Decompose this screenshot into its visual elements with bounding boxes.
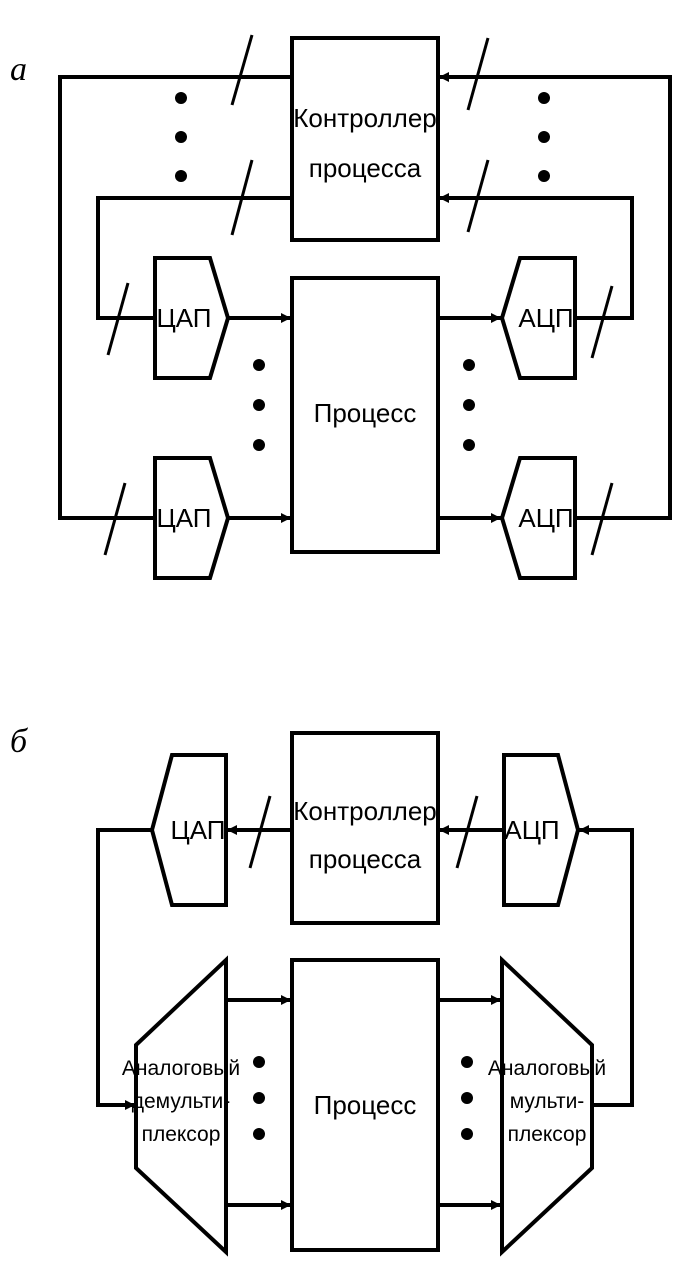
wire-adc-bottom-to-ctrl	[438, 72, 672, 520]
wire-dac-to-demux	[96, 828, 154, 1110]
controller-box-b	[290, 731, 440, 925]
bus-slash	[466, 37, 490, 111]
dac-label-bottom-a: ЦАП	[157, 503, 212, 533]
adc-label-top-a: АЦП	[518, 303, 573, 333]
ellipsis-dots	[253, 1056, 473, 1140]
diagram-b-label: б	[10, 723, 29, 760]
diagram-a: а Контроллер процесса Процесс ЦАП ЦАП АЦ…	[10, 34, 672, 580]
dac-top-a	[153, 256, 231, 380]
dac-label-top-a: ЦАП	[157, 303, 212, 333]
ellipsis-dots	[175, 92, 550, 451]
demux-label-line1: Аналоговый	[122, 1057, 240, 1080]
adc-bottom-a	[499, 456, 577, 580]
mux-label-line3: плексор	[508, 1123, 587, 1146]
demultiplexer-b	[134, 955, 228, 1257]
bus-slash	[230, 34, 254, 106]
mux-label-line1: Аналоговый	[488, 1057, 606, 1080]
process-box-b	[290, 958, 440, 1252]
multiplexer-b	[500, 955, 594, 1257]
dac-bottom-a	[153, 456, 231, 580]
process-label-a: Процесс	[314, 398, 417, 428]
controller-label-b-line2: процесса	[309, 844, 422, 874]
mux-label-line2: мульти-	[510, 1090, 585, 1113]
bus-slash	[466, 159, 490, 233]
process-box-a	[290, 276, 440, 554]
bus-slash	[590, 285, 614, 359]
controller-label-b-line1: Контроллер	[293, 796, 436, 826]
wire-ctrl-to-dac-top	[96, 196, 294, 320]
diagram-b: б Контроллер процесса Процесс ЦАП АЦП Ан…	[10, 723, 634, 1257]
adc-top-a	[499, 256, 577, 380]
wire-ctrl-to-dac-bottom	[58, 75, 294, 520]
bus-slash	[103, 482, 127, 556]
process-label-b: Процесс	[314, 1090, 417, 1120]
adc-b	[502, 753, 581, 907]
controller-box-a	[290, 36, 440, 242]
dac-label-b: ЦАП	[171, 815, 226, 845]
bus-slash	[106, 282, 130, 356]
bus-slash	[230, 159, 254, 236]
bus-slash	[590, 482, 614, 556]
controller-label-a-line2: процесса	[309, 153, 422, 183]
bus-slash	[248, 795, 272, 869]
wire-mux-to-adc	[578, 825, 634, 1107]
controller-label-a-line1: Контроллер	[293, 103, 436, 133]
demux-label-line2: демульти-	[132, 1090, 231, 1113]
dac-b	[149, 753, 228, 907]
adc-label-bottom-a: АЦП	[518, 503, 573, 533]
bus-slash	[455, 795, 479, 869]
adc-label-b: АЦП	[504, 815, 559, 845]
diagram-a-label: а	[10, 51, 27, 88]
demux-label-line3: плексор	[142, 1123, 221, 1146]
